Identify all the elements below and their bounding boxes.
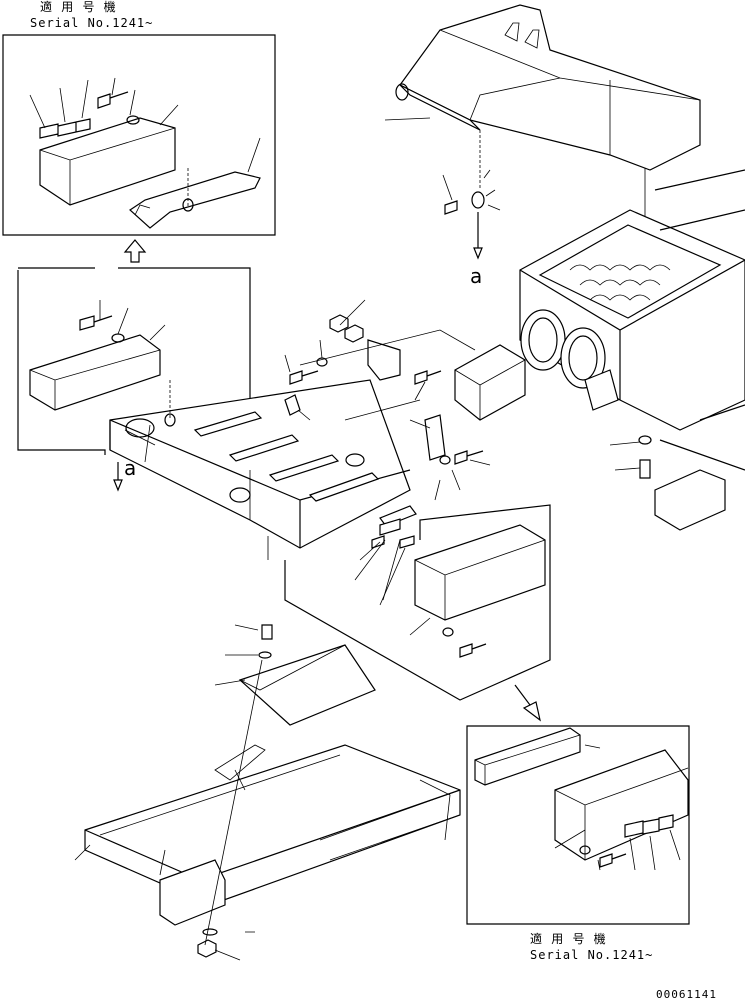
bottom-applicable-label: 適 用 号 機 [530, 932, 607, 946]
guard-cover [355, 519, 545, 657]
drawing-number: 00061141 [656, 988, 717, 1001]
detail-box-top-left [3, 35, 275, 235]
top-applicable-label: 適 用 号 機 [40, 0, 117, 14]
lower-conveyor-frame [75, 625, 460, 960]
center-hardware [285, 300, 651, 500]
view-arrow-left-head [114, 480, 122, 490]
sub-callout-outline [285, 505, 550, 700]
view-marker-a-top: a [470, 264, 483, 288]
crusher-box [455, 170, 745, 530]
detail-box-bottom-right [467, 726, 689, 924]
top-serial-label: Serial No.1241~ [30, 16, 154, 30]
hood-assembly [385, 5, 700, 258]
view-marker-a-left: a [124, 456, 137, 480]
detail-arrow-diag [515, 685, 540, 720]
detail-box-left [18, 268, 250, 455]
detail-arrow-up [125, 240, 145, 262]
bottom-serial-label: Serial No.1241~ [530, 948, 654, 962]
